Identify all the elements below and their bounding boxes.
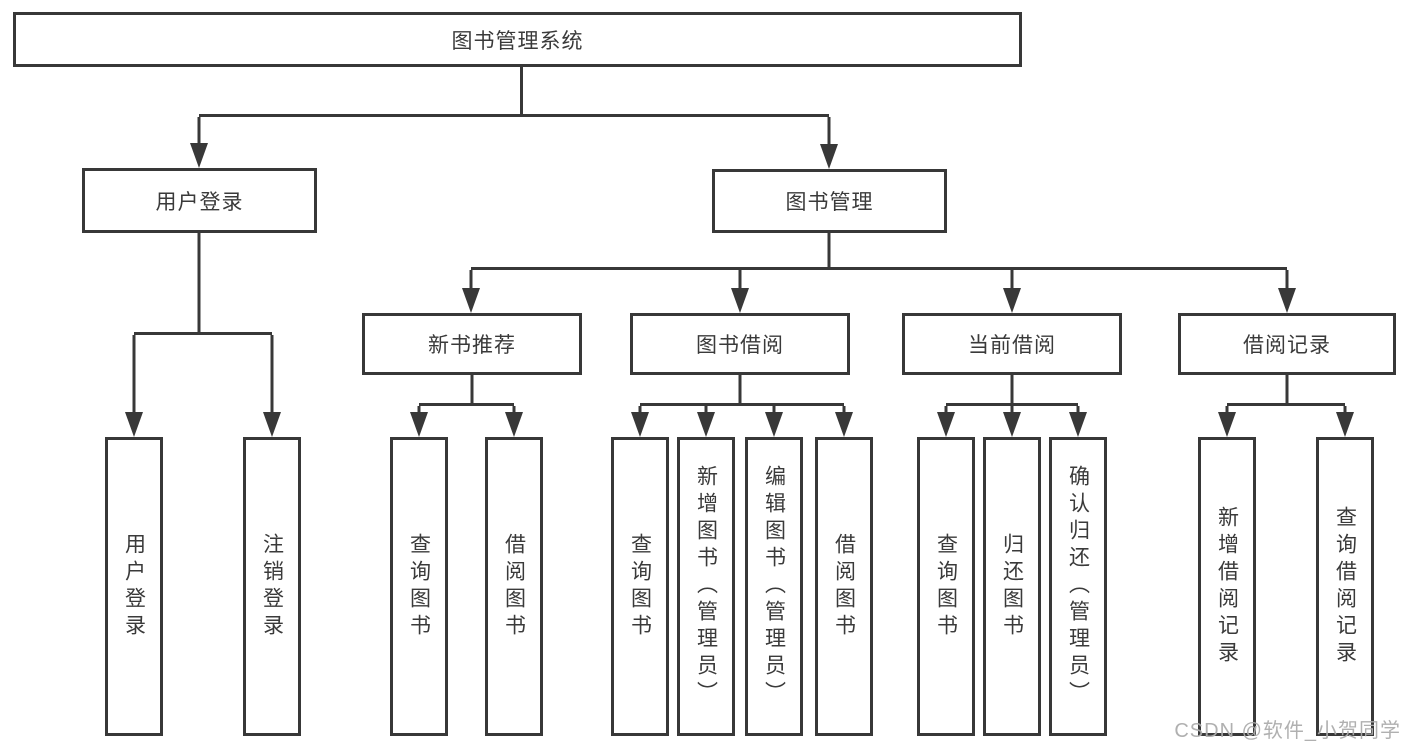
node-current-borrow: 当前借阅 bbox=[902, 313, 1122, 375]
leaf-add-borrow-record-label: 新增借阅记录 bbox=[1215, 505, 1239, 668]
leaf-add-books-admin-label: 新增图书（管理员） bbox=[694, 465, 718, 708]
leaf-borrow-books-1: 借阅图书 bbox=[485, 437, 543, 736]
leaf-return-books-label: 归还图书 bbox=[1000, 532, 1024, 641]
csdn-watermark: CSDN @软件_小贺同学 bbox=[1174, 720, 1401, 742]
connector-book-management bbox=[462, 233, 1296, 313]
leaf-borrow-books-2: 借阅图书 bbox=[815, 437, 873, 736]
node-book-management-label: 图书管理 bbox=[785, 191, 874, 214]
node-borrow-records-label: 借阅记录 bbox=[1243, 334, 1331, 357]
leaf-borrow-books-1-label: 借阅图书 bbox=[502, 532, 526, 641]
node-user-login: 用户登录 bbox=[82, 168, 317, 233]
connector-current-borrow bbox=[937, 375, 1087, 437]
leaf-edit-books-admin: 编辑图书（管理员） bbox=[745, 437, 803, 736]
leaf-add-books-admin: 新增图书（管理员） bbox=[677, 437, 735, 736]
node-new-book-recommend-label: 新书推荐 bbox=[428, 334, 516, 357]
node-book-borrow: 图书借阅 bbox=[630, 313, 850, 375]
leaf-query-books-2-label: 查询图书 bbox=[628, 532, 652, 641]
leaf-query-books-3-label: 查询图书 bbox=[934, 532, 958, 641]
leaf-query-books-1-label: 查询图书 bbox=[407, 532, 431, 641]
node-book-management: 图书管理 bbox=[712, 169, 947, 233]
leaf-query-borrow-record-label: 查询借阅记录 bbox=[1333, 505, 1357, 668]
node-book-borrow-label: 图书借阅 bbox=[696, 334, 784, 357]
connector-user-login bbox=[125, 233, 281, 437]
leaf-confirm-return-admin-label: 确认归还（管理员） bbox=[1066, 465, 1090, 708]
leaf-query-borrow-record: 查询借阅记录 bbox=[1316, 437, 1374, 736]
leaf-logout-login-label: 注销登录 bbox=[260, 532, 284, 641]
leaf-user-login-label: 用户登录 bbox=[122, 532, 146, 641]
node-borrow-records: 借阅记录 bbox=[1178, 313, 1396, 375]
leaf-query-books-1: 查询图书 bbox=[390, 437, 448, 736]
leaf-edit-books-admin-label: 编辑图书（管理员） bbox=[762, 465, 786, 708]
leaf-query-books-3: 查询图书 bbox=[917, 437, 975, 736]
connector-book-borrow bbox=[631, 375, 853, 437]
connector-new-book-recommend bbox=[410, 375, 523, 437]
node-user-login-label: 用户登录 bbox=[155, 190, 244, 214]
node-root: 图书管理系统 bbox=[13, 12, 1022, 67]
leaf-logout-login: 注销登录 bbox=[243, 437, 301, 736]
leaf-user-login: 用户登录 bbox=[105, 437, 163, 736]
connector-root bbox=[190, 67, 838, 169]
leaf-borrow-books-2-label: 借阅图书 bbox=[832, 532, 856, 641]
leaf-add-borrow-record: 新增借阅记录 bbox=[1198, 437, 1256, 736]
node-new-book-recommend: 新书推荐 bbox=[362, 313, 582, 375]
node-root-label: 图书管理系统 bbox=[451, 29, 584, 53]
node-current-borrow-label: 当前借阅 bbox=[968, 334, 1056, 357]
connector-borrow-records bbox=[1218, 375, 1354, 437]
leaf-confirm-return-admin: 确认归还（管理员） bbox=[1049, 437, 1107, 736]
leaf-return-books: 归还图书 bbox=[983, 437, 1041, 736]
leaf-query-books-2: 查询图书 bbox=[611, 437, 669, 736]
